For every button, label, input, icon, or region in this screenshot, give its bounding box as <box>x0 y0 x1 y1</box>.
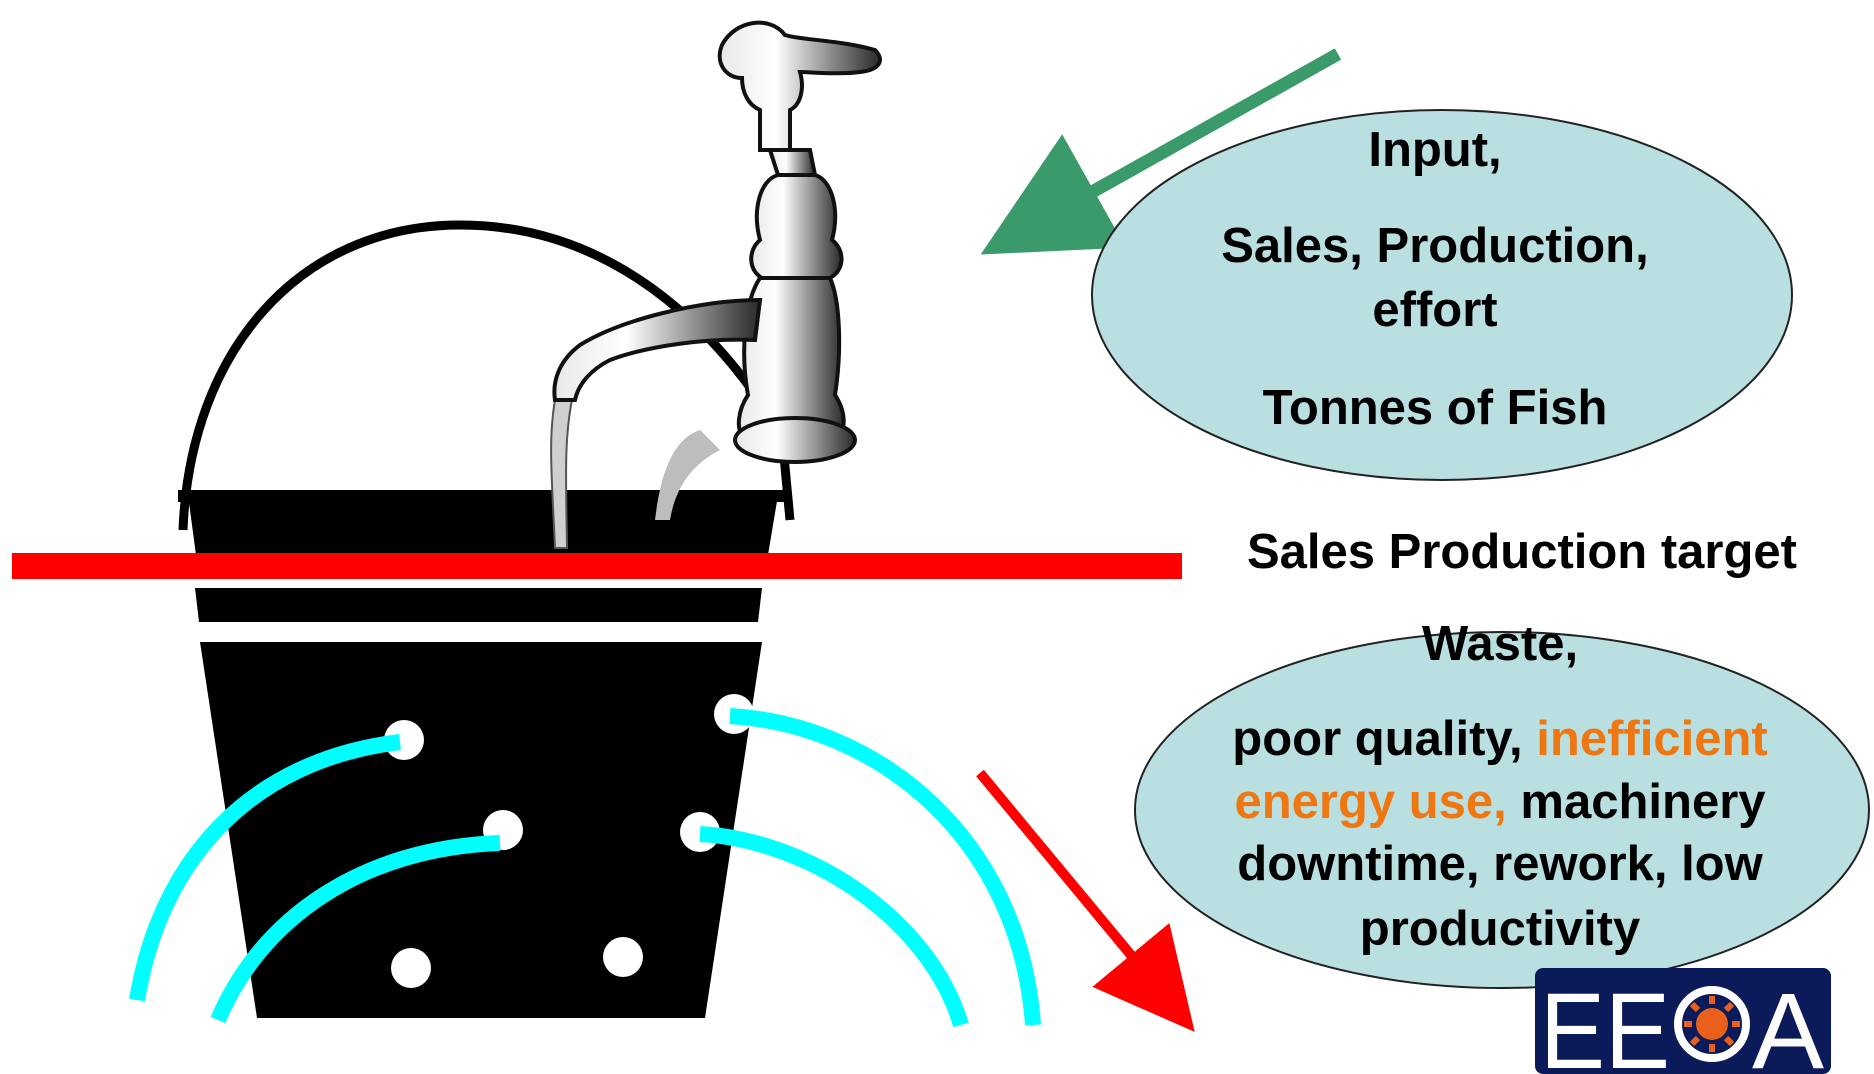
bucket <box>178 490 790 1018</box>
leak-stream <box>129 734 401 1002</box>
leak-stream <box>729 708 1041 1026</box>
water-stream <box>550 399 574 549</box>
waste-bubble-shape <box>1134 631 1870 989</box>
leak-stream <box>210 835 501 1024</box>
input-line-1: Input, <box>1368 123 1501 177</box>
waste-row-1-black: poor quality, <box>1232 712 1536 766</box>
input-line-2b: effort <box>1372 283 1497 337</box>
logo-text-right: A <box>1752 970 1824 1074</box>
sun-icon <box>1674 986 1750 1062</box>
waste-row-2-black: machinery <box>1507 775 1766 829</box>
input-arrow <box>980 48 1342 255</box>
bucket-handle <box>178 220 795 531</box>
faucet-icon <box>552 20 882 520</box>
leak-streams <box>129 708 1041 1028</box>
eeca-logo: EE A <box>1535 968 1831 1074</box>
waste-row-1: poor quality, inefficient <box>1232 712 1767 766</box>
target-label: Sales Production target <box>1247 525 1797 579</box>
waste-row-2: energy use, machinery <box>1234 775 1765 829</box>
waste-row-3: downtime, rework, low <box>1237 837 1763 891</box>
waste-heading: Waste, <box>1422 617 1578 671</box>
input-line-3: Tonnes of Fish <box>1263 381 1608 435</box>
input-line-2a: Sales, Production, <box>1221 219 1648 273</box>
hole <box>603 937 643 977</box>
logo-text-left: EE <box>1540 970 1670 1074</box>
logo-background <box>1535 968 1831 1074</box>
input-bubble: Input, Sales, Production, effort Tonnes … <box>1091 109 1793 481</box>
input-bubble-shape <box>1091 109 1793 481</box>
output-arrow <box>976 769 1195 1032</box>
waste-row-2-orange: energy use, <box>1234 775 1506 829</box>
target-line <box>12 553 1182 579</box>
hole <box>391 948 431 988</box>
waste-row-4: productivity <box>1360 902 1640 956</box>
waste-bubble: Waste, poor quality, inefficient energy … <box>1134 617 1870 989</box>
waste-row-1-orange: inefficient <box>1536 712 1767 766</box>
leak-stream <box>699 826 969 1028</box>
